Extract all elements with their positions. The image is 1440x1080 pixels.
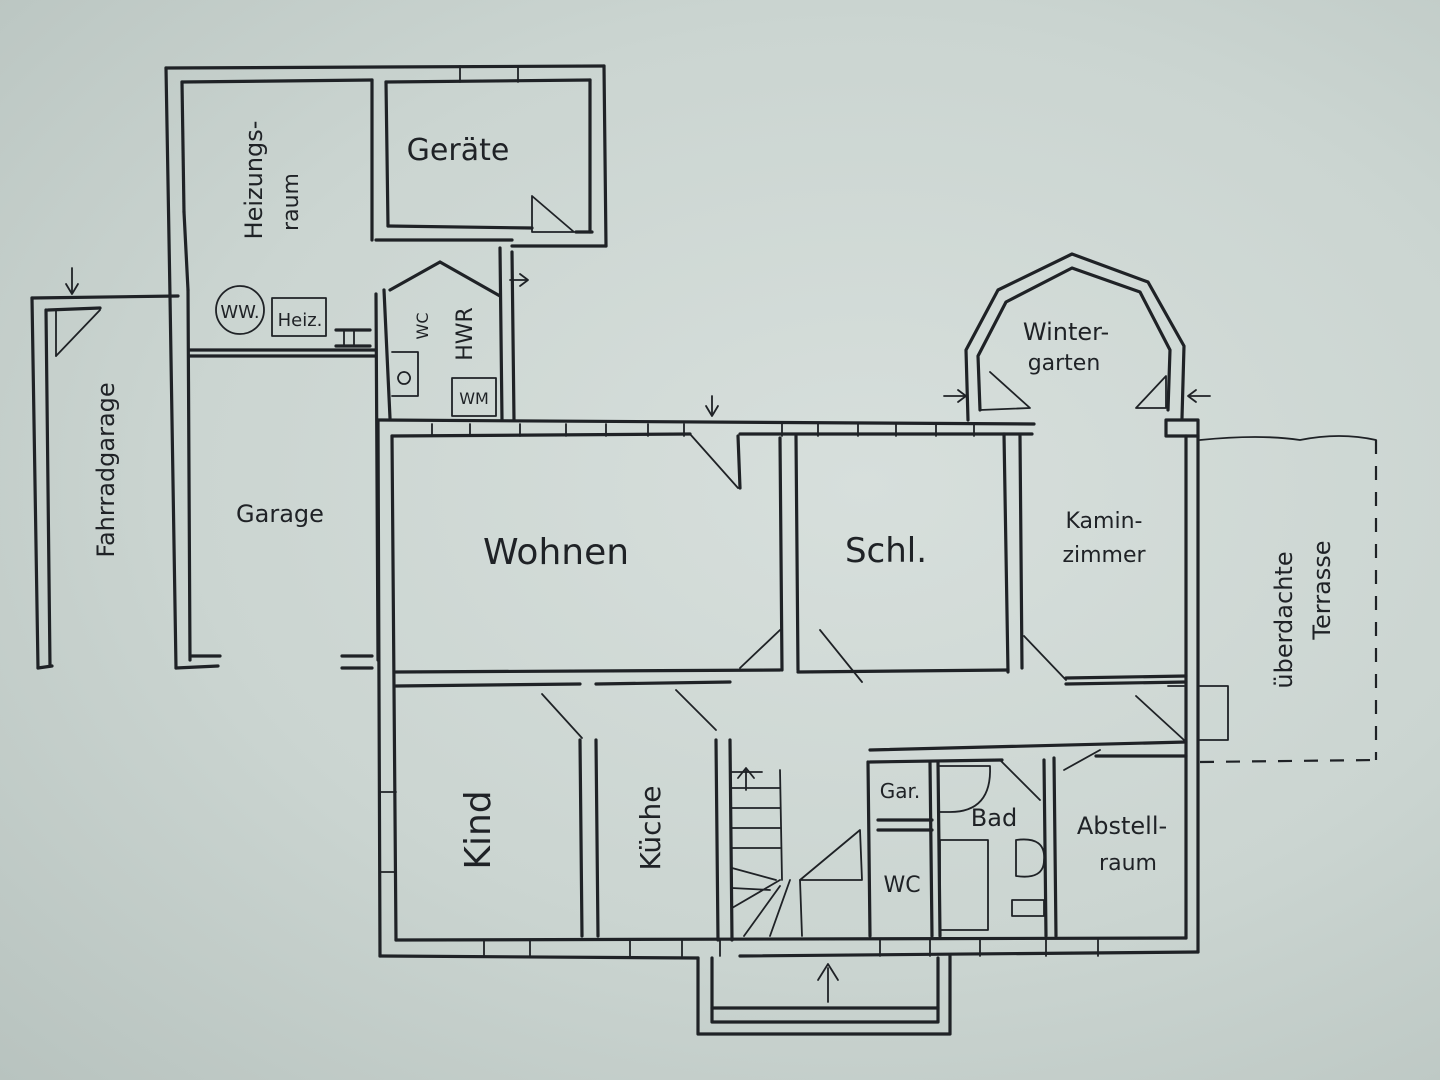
label-kaminzimmer-2: zimmer: [1062, 543, 1146, 568]
label-kaminzimmer-1: Kamin-: [1066, 509, 1143, 534]
water-heater-symbol: [215, 285, 265, 335]
entrance-steps: [696, 954, 952, 1036]
label-wintergarten-1: Winter-: [1023, 318, 1109, 346]
label-wintergarten-2: garten: [1028, 351, 1101, 376]
label-heizungsraum-1: Heizungs-: [240, 121, 268, 240]
label-abstellraum-2: raum: [1099, 851, 1157, 876]
label-geraete: Geräte: [407, 133, 510, 168]
label-heiz: Heiz.: [278, 310, 323, 331]
label-wohnen: Wohnen: [483, 532, 629, 573]
bike-garage-walls: [30, 267, 180, 670]
label-kueche: Küche: [634, 785, 667, 870]
staircase: [731, 767, 863, 937]
label-terrasse-1: überdachte: [1270, 551, 1298, 688]
heating-garage-walls: [164, 64, 606, 670]
label-heizungsraum-2: raum: [279, 173, 304, 231]
winter-garden-walls: [943, 252, 1211, 422]
utility-walls: [374, 246, 529, 662]
label-wc-top: WC: [413, 313, 432, 340]
label-wc-bottom: WC: [883, 873, 920, 898]
label-gar: Gar.: [880, 779, 921, 803]
label-fahrradgarage: Fahrradgarage: [92, 382, 120, 557]
main-house-walls: [376, 395, 1200, 960]
bathroom-fixtures: [939, 765, 1045, 931]
label-garage: Garage: [236, 500, 324, 528]
label-abstellraum-1: Abstell-: [1077, 812, 1167, 840]
tool-room-walls: [384, 64, 608, 248]
label-bad: Bad: [971, 804, 1017, 832]
heater-symbol: [271, 297, 327, 337]
label-schl: Schl.: [845, 531, 927, 571]
label-terrasse-2: Terrasse: [1308, 540, 1336, 640]
label-ww: WW.: [220, 302, 259, 323]
label-kind: Kind: [458, 790, 499, 869]
label-wm: WM: [459, 389, 489, 408]
covered-terrace: [1199, 435, 1378, 764]
label-hwr: HWR: [453, 307, 478, 361]
